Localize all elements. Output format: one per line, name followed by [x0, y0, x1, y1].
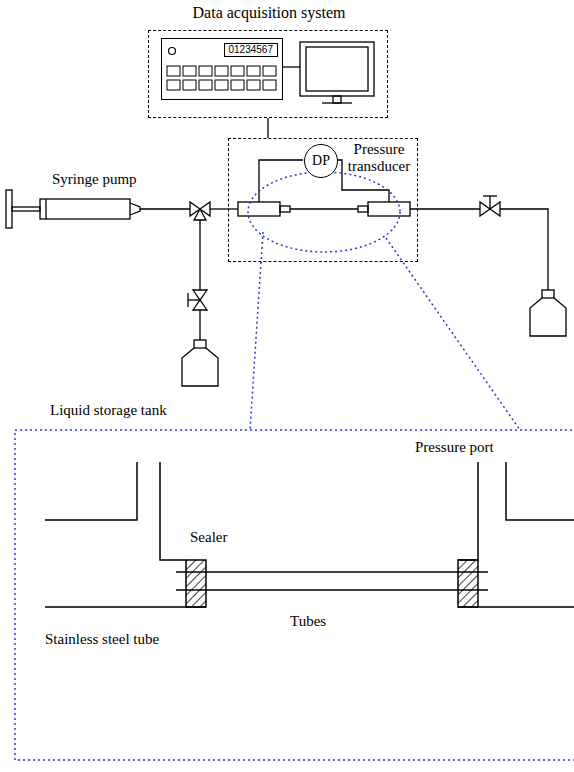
detail-view: [45, 462, 574, 607]
three-way-valve: [190, 202, 238, 290]
part-label: Tubes: [290, 612, 326, 630]
display-readout: 01234567: [224, 43, 279, 57]
part-label: Sealer: [190, 528, 227, 546]
data-logger: 01234567: [161, 38, 283, 100]
part-label: Liquid storage tank: [50, 401, 167, 419]
system-title: Data acquisition system: [149, 4, 389, 21]
outlet-tank: [530, 290, 566, 336]
transducer-box: DP Pressure transducer: [228, 138, 418, 262]
daq-box: 01234567Data acquisition system: [148, 30, 388, 118]
part-label: Pressure port: [415, 438, 494, 456]
zoom-line: [386, 238, 520, 430]
dp-label: DP: [305, 152, 337, 169]
computer-monitor: [300, 42, 374, 103]
data-cable: [282, 66, 300, 67]
detail-frame: [15, 430, 574, 760]
dp-circle: DP: [304, 144, 338, 178]
transducer-wire: [259, 160, 303, 202]
sealer: [186, 560, 206, 607]
tank-valve: [188, 290, 207, 340]
sealer: [458, 560, 478, 607]
zoom-ellipse: [248, 172, 400, 252]
transducer-label: Pressure transducer: [343, 141, 415, 175]
tube-fittings: [238, 202, 410, 216]
syringe-pump: [6, 190, 190, 228]
part-label: Stainless steel tube: [45, 630, 159, 648]
part-label: Syringe pump: [52, 170, 137, 188]
outlet-valve: [410, 196, 548, 290]
signal-line: [267, 118, 268, 138]
liquid-storage-tank: [182, 340, 218, 386]
